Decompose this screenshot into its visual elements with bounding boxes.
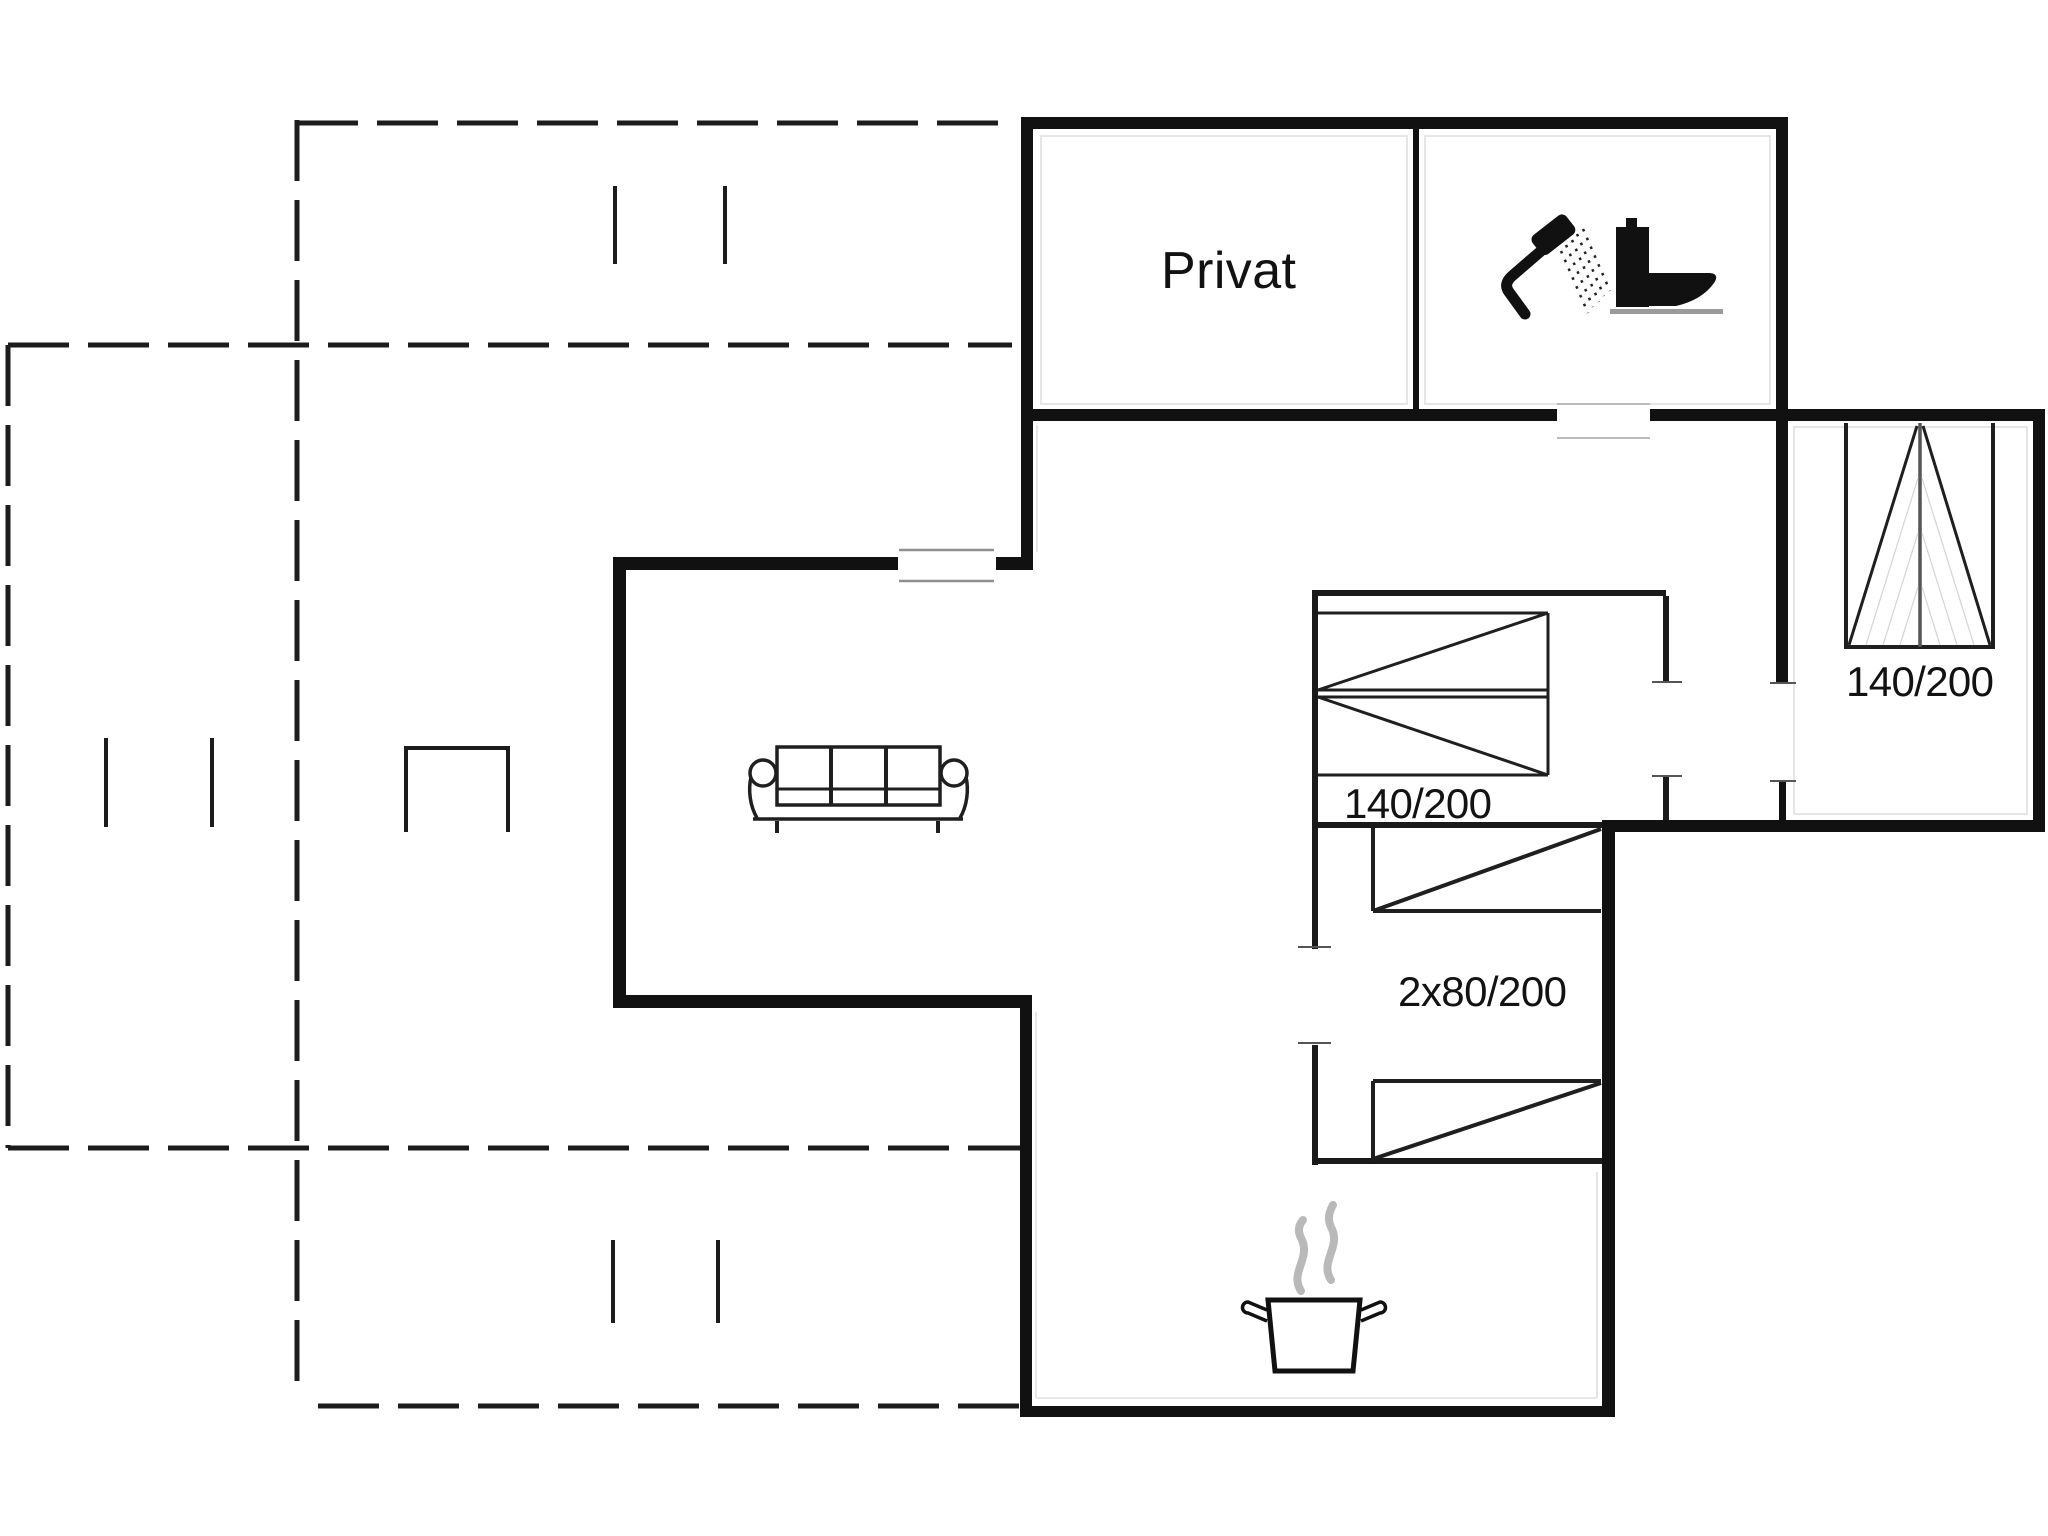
svg-text:Privat: Privat — [1161, 242, 1297, 300]
svg-text:140/200: 140/200 — [1344, 780, 1492, 827]
svg-text:2x80/200: 2x80/200 — [1398, 968, 1567, 1015]
svg-text:140/200: 140/200 — [1846, 658, 1994, 705]
